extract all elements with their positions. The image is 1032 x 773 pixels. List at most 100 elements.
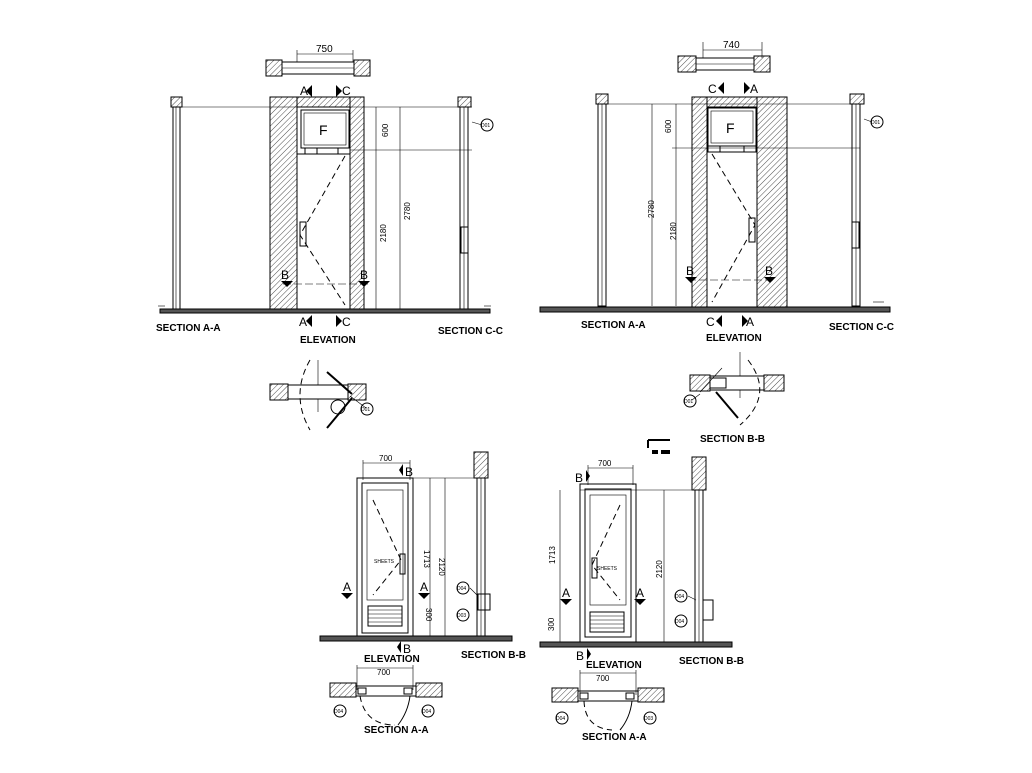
wall-left-1 — [269, 96, 298, 310]
louvre-3 — [367, 605, 403, 627]
tag-plan-1 — [360, 402, 374, 416]
tag-right-text-1: D01 — [481, 123, 490, 129]
marker-c-top-1: C — [342, 84, 351, 98]
dim-2180-1: 2180 — [379, 224, 388, 242]
door-handle-1 — [299, 221, 307, 247]
tag-plan-2 — [683, 394, 697, 408]
section-bb-4: D04 D04 — [674, 456, 714, 643]
tag-2-3 — [456, 608, 470, 622]
wall-left-2 — [691, 96, 708, 308]
tag-right-1 — [480, 118, 494, 132]
door-handle-2 — [748, 217, 756, 243]
label-section-aa-3: SECTION A-A — [364, 725, 429, 736]
door-drawing-2: 740 F 600 2780 2180 C A B B — [539, 40, 894, 454]
top-plan-2: 740 — [677, 40, 771, 73]
width-dim-740: 740 — [723, 40, 740, 51]
dim-1713-4: 1713 — [548, 546, 557, 564]
marker-a-left-3: A — [343, 580, 351, 594]
tag-3-text-3: D04 — [334, 709, 343, 715]
dim-600-2: 600 — [664, 119, 673, 133]
marker-b-top-4: B — [575, 471, 583, 485]
wall-top-2 — [706, 96, 758, 108]
section-bb-3: D04 D03 — [456, 451, 491, 639]
section-cc-2: D01 — [849, 93, 884, 307]
ground-line-4 — [539, 641, 733, 648]
tag-3-text-4: D04 — [556, 716, 565, 722]
tag-4-text-4: D03 — [644, 716, 653, 722]
marker-b-left-1: B — [281, 268, 289, 282]
tag-1-3 — [456, 581, 470, 595]
dim-300-3: 300 — [424, 608, 433, 622]
plan-view-1: D01 — [269, 359, 374, 431]
label-elevation-4: ELEVATION — [586, 660, 642, 671]
dim-2120-3: 2120 — [437, 558, 446, 576]
width-dim-750: 750 — [316, 44, 333, 55]
tag-3-4 — [555, 711, 569, 725]
door-frame-4 — [579, 483, 637, 643]
label-section-aa-1: SECTION A-A — [156, 323, 221, 334]
marker-b-left-2: B — [686, 264, 694, 278]
label-elevation-1: ELEVATION — [300, 335, 356, 346]
tag-right-2 — [870, 115, 884, 129]
label-section-aa-2: SECTION A-A — [581, 320, 646, 331]
dim-2780-1: 2780 — [403, 202, 412, 220]
door-glass-3 — [366, 489, 404, 601]
marker-a-right-3: A — [420, 580, 428, 594]
tag-1-text-3: D04 — [457, 586, 466, 592]
marker-a-bottom-2: A — [746, 315, 754, 329]
marker-b-bottom-3: B — [403, 642, 411, 656]
dim-2780-2: 2780 — [647, 200, 656, 218]
wall-top-1 — [296, 96, 351, 108]
tag-plan-text-2: D01 — [684, 399, 693, 405]
section-aa-1 — [158, 96, 183, 310]
plan-width-dim-3: 700 — [377, 668, 391, 677]
marker-b-bottom-4: B — [576, 649, 584, 663]
panel-label-1: F — [319, 122, 328, 138]
door-drawing-4: 700 B SHEETS 1713 2120 300 A A — [539, 456, 744, 743]
marker-c-top-2: C — [708, 82, 717, 96]
title-block-symbol — [647, 439, 670, 454]
label-section-aa-4: SECTION A-A — [582, 732, 647, 743]
tag-3-3 — [333, 704, 347, 718]
label-elevation-2: ELEVATION — [706, 333, 762, 344]
tag-2-text-3: D03 — [457, 613, 466, 619]
plan-view-4: D04 D03 — [551, 687, 665, 731]
glass-label-4: SHEETS — [597, 566, 618, 572]
door-drawing-1: 750 F 600 2180 2780 A — [156, 44, 503, 431]
section-cc-1: D01 — [457, 96, 494, 310]
dim-2120-4: 2120 — [655, 560, 664, 578]
tag-2-text-4: D04 — [675, 619, 684, 625]
label-section-cc-2: SECTION C-C — [829, 322, 894, 333]
tag-plan-text-1: D01 — [361, 407, 370, 413]
door-glass-4 — [589, 494, 627, 606]
marker-b-right-1: B — [360, 268, 368, 282]
plan-view-2: D01 — [683, 352, 785, 426]
dim-300-4: 300 — [547, 617, 556, 631]
width-dim-700-4: 700 — [598, 459, 612, 468]
label-section-bb-2: SECTION B-B — [700, 434, 765, 445]
ground-line-3 — [319, 635, 513, 642]
width-dim-700-3: 700 — [379, 454, 393, 463]
label-section-bb-3: SECTION B-B — [461, 650, 526, 661]
tag-1-text-4: D04 — [675, 594, 684, 600]
dim-2180-2: 2180 — [669, 222, 678, 240]
ground-line-1 — [159, 308, 491, 314]
label-elevation-3: ELEVATION — [364, 654, 420, 665]
tag-2-4 — [674, 614, 688, 628]
glass-label-3: SHEETS — [374, 559, 395, 565]
fixed-panel-2 — [707, 107, 757, 147]
tag-1-4 — [674, 589, 688, 603]
dim-600-1: 600 — [381, 123, 390, 137]
fixed-panel-1 — [300, 109, 350, 149]
marker-b-top-3: B — [405, 465, 413, 479]
tag-4-3 — [421, 704, 435, 718]
dim-1713-3: 1713 — [422, 550, 431, 568]
ground-line-2 — [539, 306, 891, 313]
marker-a-top-2: A — [750, 82, 758, 96]
section-aa-2 — [595, 93, 609, 307]
door-drawing-3: 700 B SHEETS 1713 2120 300 A A — [319, 451, 526, 736]
tag-right-text-2: D01 — [871, 120, 880, 126]
marker-a-bottom-1: A — [299, 315, 307, 329]
